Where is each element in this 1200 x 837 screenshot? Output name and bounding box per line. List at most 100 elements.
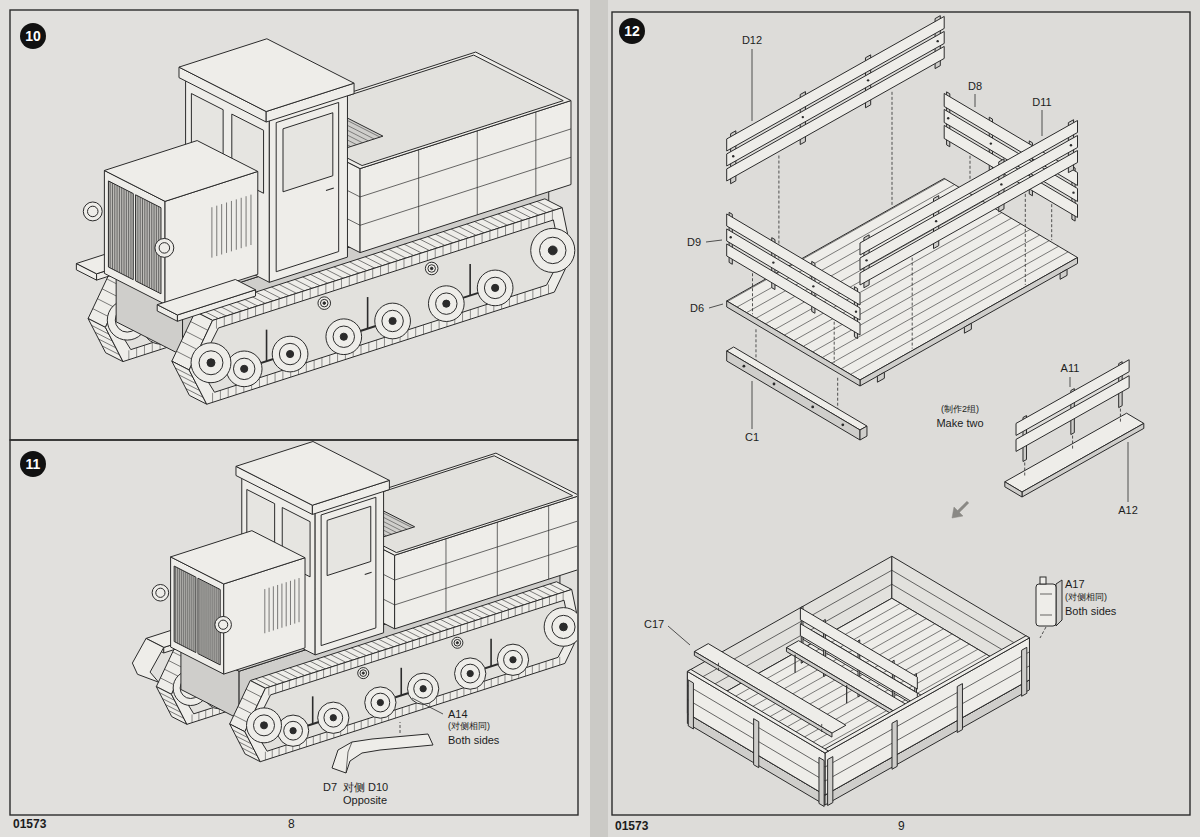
track-tooth [268, 687, 269, 695]
track-tooth [325, 284, 326, 293]
note: (对侧相同) [1064, 592, 1108, 602]
end-board [727, 229, 860, 320]
track-tooth [265, 752, 266, 760]
guide-line [400, 722, 401, 733]
grille-bar [117, 185, 118, 271]
grille-bar [185, 572, 186, 647]
track-tooth [552, 659, 553, 667]
wheel-hub [414, 679, 433, 698]
track-tooth [350, 661, 351, 669]
hood-vent [294, 579, 295, 623]
step-panel [10, 440, 578, 815]
part-number: A17 [1064, 578, 1086, 591]
track-tooth [528, 603, 529, 611]
wheel-hub [362, 672, 364, 674]
board-stake [754, 719, 759, 768]
wheel-hub [284, 721, 303, 740]
cab [269, 94, 347, 282]
track-tooth [327, 732, 328, 740]
bolt [867, 79, 869, 81]
grille-bar [154, 204, 155, 290]
plank-line [825, 652, 1029, 767]
road-wheel [477, 270, 513, 306]
track-tooth [427, 251, 428, 260]
track-tooth [313, 736, 314, 744]
road-wheel [277, 715, 308, 746]
track-tooth [296, 678, 297, 686]
grille-bar [210, 584, 211, 659]
track-tooth [318, 286, 319, 295]
track-tooth [349, 276, 350, 285]
guide-line [837, 377, 838, 411]
road-wheel [326, 319, 362, 355]
track-tooth [278, 299, 279, 308]
step-11-art [132, 441, 577, 773]
stake-line [548, 506, 549, 580]
track-tooth [415, 327, 416, 336]
grille-bar [187, 573, 188, 648]
bolt [812, 285, 814, 287]
part-number: A11 [1060, 362, 1081, 375]
headlight-lens [159, 243, 170, 254]
jerrycan-side [1056, 580, 1062, 626]
bolt [732, 155, 734, 157]
grille-bar [199, 579, 200, 654]
board-rim [822, 636, 1030, 753]
hood-vent [231, 201, 232, 251]
track-link [191, 322, 208, 331]
track-tooth [540, 287, 541, 296]
leader-line [1070, 377, 1071, 387]
track-tooth [450, 692, 451, 700]
guide-line [718, 663, 719, 671]
wheel-hub [430, 267, 433, 270]
track-tooth [286, 296, 287, 305]
part-number: D8 [967, 80, 983, 93]
cab-window [327, 506, 371, 575]
track-tooth [528, 218, 529, 227]
grille-bar [128, 191, 129, 277]
grille-bar [189, 574, 190, 649]
track-inner [199, 220, 561, 392]
track-tooth [491, 679, 492, 687]
headlight-lens [88, 206, 99, 217]
wheel-hub [290, 728, 296, 734]
grille-bar [149, 202, 150, 288]
track-tooth [423, 325, 424, 334]
grille-bar [119, 187, 120, 273]
plank-line [687, 685, 825, 767]
hood-vent [299, 578, 300, 622]
track-tooth [419, 254, 420, 263]
road-wheel [318, 702, 349, 733]
side-board [727, 16, 945, 151]
track-tooth [212, 393, 213, 402]
track-tooth [368, 719, 369, 727]
step-panel [612, 12, 1190, 815]
track-tooth [388, 264, 389, 273]
bench-leg [846, 685, 847, 703]
track-tooth [228, 388, 229, 397]
track-tooth [232, 314, 233, 323]
side-board [825, 638, 1029, 795]
track-tooth [321, 358, 322, 367]
note: Both sides [447, 734, 500, 747]
track-tooth [357, 658, 358, 666]
part-number: D12 [741, 34, 763, 47]
mudguard [132, 638, 163, 682]
seat-plank [694, 651, 832, 737]
track-tooth [314, 360, 315, 369]
track-tooth [310, 289, 311, 298]
track-tooth [285, 745, 286, 753]
step-number-text: 11 [26, 457, 41, 471]
guide-line [912, 258, 913, 349]
leader-line [1042, 110, 1043, 136]
track-link [246, 689, 261, 697]
wheel-hub [199, 351, 223, 375]
rail-beam [727, 347, 867, 430]
grille-bar [191, 575, 192, 650]
track-tooth [320, 734, 321, 742]
board-stake [828, 757, 833, 806]
track-tooth [239, 312, 240, 321]
guide-line [752, 273, 753, 314]
bogie-spring [312, 696, 314, 724]
track-tooth [316, 672, 317, 680]
